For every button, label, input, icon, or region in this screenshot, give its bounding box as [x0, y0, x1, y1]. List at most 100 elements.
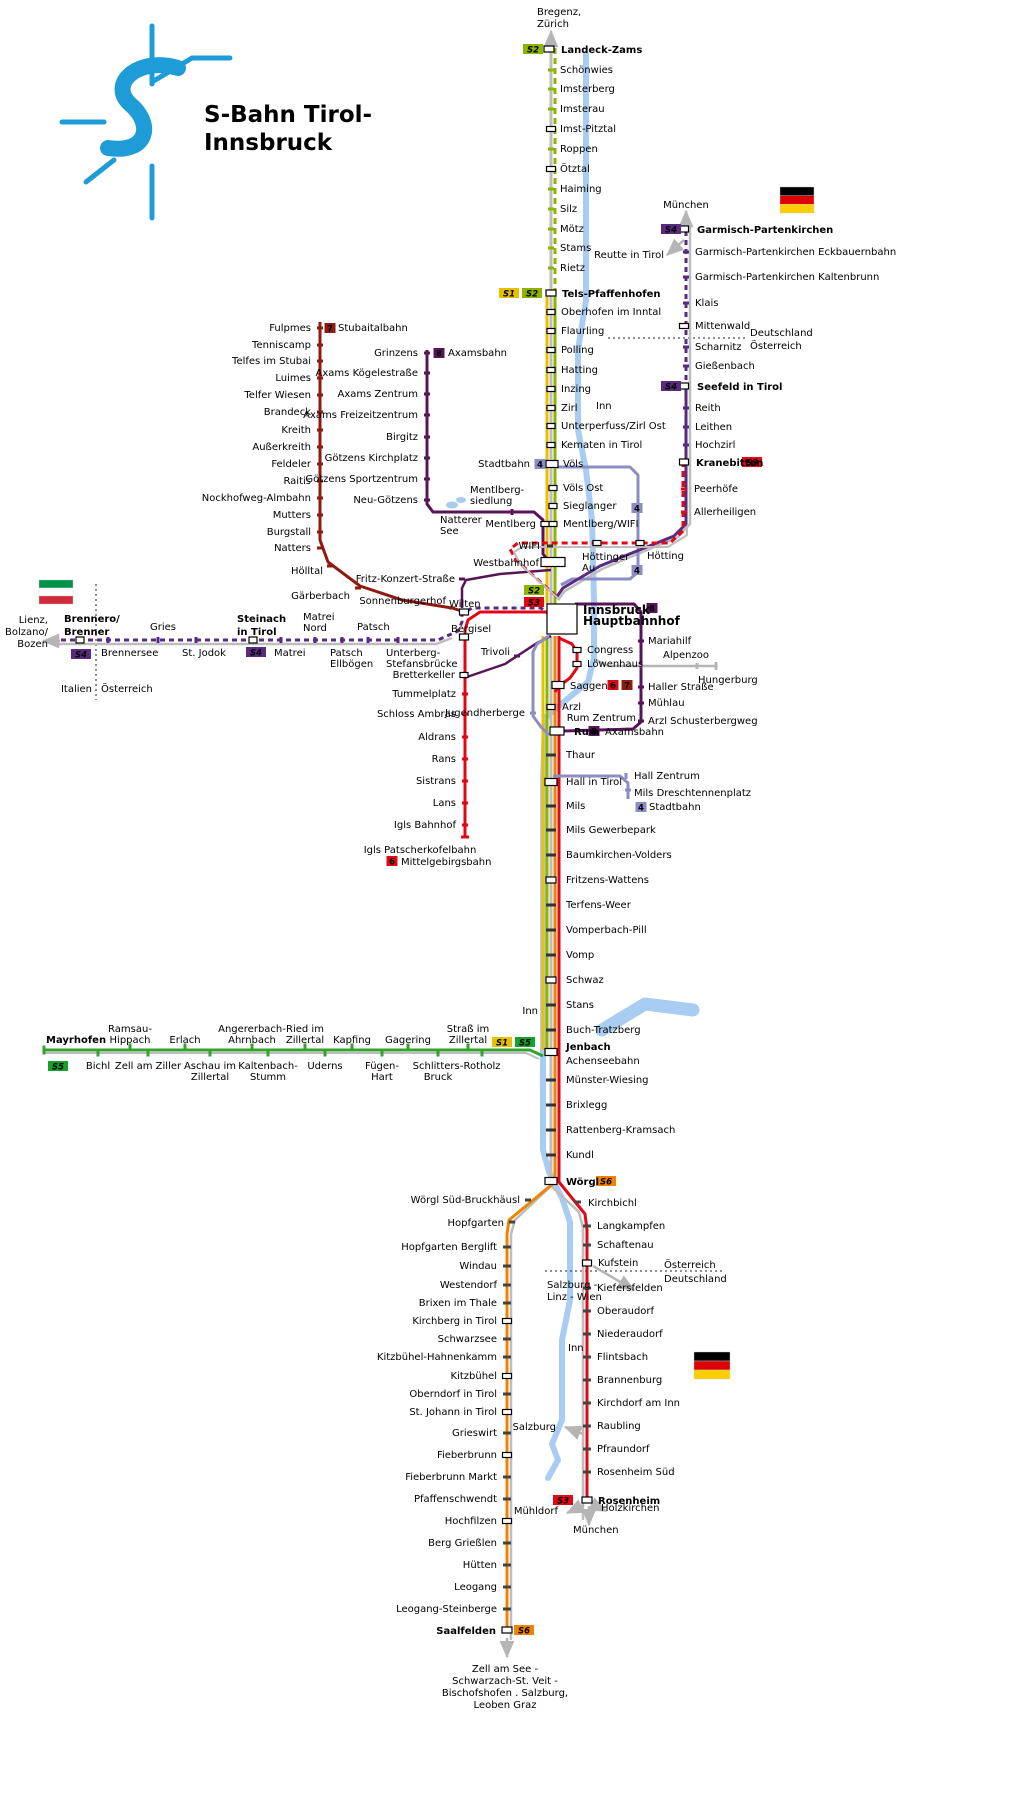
page-title-line2: Innsbruck: [204, 130, 333, 156]
label-imst-pitztal: Imst-Pitztal: [560, 124, 616, 135]
flag-stripe: [38, 579, 74, 589]
label-leogang-steinberge: Leogang-Steinberge: [396, 1604, 497, 1615]
station-tick-kirchbichl: [575, 1200, 581, 1204]
station-tick-kreith: [317, 428, 323, 432]
station-tick-vomp: [546, 953, 556, 957]
label-fieberbrunn: Fieberbrunn: [437, 1450, 497, 1461]
label-rotholz: Rotholz: [463, 1061, 500, 1072]
line-s6-innsbruck-saalfelden: [505, 636, 557, 1632]
station-box-item: [248, 636, 258, 644]
badge-rect: [661, 224, 681, 234]
station-tick-rattenberg-kramsach: [546, 1128, 556, 1132]
label-landeck-zams: Landeck-Zams: [561, 45, 642, 56]
badge-label: 8: [649, 604, 655, 614]
station-box-fritzens-wattens: [545, 876, 557, 884]
line-brenner-gray: [52, 636, 453, 646]
badge-rect: [433, 348, 445, 358]
station-box-innsbruck-hauptbahnhof: [546, 603, 578, 635]
label-westbahnhof: Westbahnhof: [473, 558, 539, 569]
station-tick-klais: [683, 301, 689, 305]
station-tick-münster-wiesing: [546, 1078, 556, 1082]
station-tick-neu-götzens: [424, 498, 430, 502]
badge-rect: [631, 503, 643, 513]
station-tick-leithen: [683, 425, 689, 429]
badge-label: S2: [527, 45, 539, 55]
station-tick-baumkirchen-volders: [546, 853, 556, 857]
station-tick-fieberbrunn-markt: [503, 1475, 511, 1479]
label-reith: Reith: [695, 403, 721, 414]
badge-label: S3: [557, 1496, 569, 1506]
label-österreich: Österreich: [101, 682, 153, 695]
badge-s4-19: S4: [246, 647, 266, 658]
station-tick-kundl: [546, 1153, 556, 1157]
arrow-to-muehldorf: [565, 1499, 585, 1515]
station-tick-garmisch-partenkirchen-eckbauernbahn: [683, 250, 689, 254]
badge-label: S3: [528, 598, 540, 608]
badge-rect: [621, 680, 633, 690]
station-tick-oberaudorf: [583, 1309, 591, 1313]
station-tick-peerhöfe: [681, 487, 687, 491]
station-tick-buch-tratzberg: [546, 1028, 556, 1032]
badge-label: 7: [624, 681, 630, 691]
station-box-wörgl: [544, 1176, 558, 1186]
station-tick-item: [146, 1051, 150, 1057]
badge-rect: [492, 1037, 512, 1047]
label-zell-am-ziller: Zell am Ziller: [115, 1061, 182, 1072]
flag-stripe: [779, 186, 815, 196]
label-kaltenbach-stumm: Kaltenbach-Stumm: [238, 1061, 298, 1083]
station-box-kitzbühel: [501, 1372, 513, 1380]
label-sieglanger: Sieglanger: [563, 501, 617, 512]
station-tick-leogang-steinberge: [503, 1607, 511, 1611]
station-box-wilten: [458, 608, 470, 616]
label-mühldorf: Mühldorf: [514, 1506, 559, 1517]
badge-s6-24: S6: [596, 1176, 616, 1187]
station-tick-reith: [683, 406, 689, 410]
station-tick-birgitz: [424, 435, 430, 439]
station-tick-windau: [503, 1264, 511, 1268]
label-tels-pfaffenhofen: Tels-Pfaffenhofen: [562, 289, 660, 300]
borders-layer: [95, 337, 746, 1272]
station-tick-item: [42, 1045, 46, 1055]
label-brennersee: Brennersee: [101, 648, 158, 659]
label-angererbach-ahrnbach: Angererbach-Ahrnbach: [218, 1024, 286, 1046]
label-fritzens-wattens: Fritzens-Wattens: [566, 875, 649, 886]
station-tick-item: [366, 637, 370, 643]
badge-label: S5: [519, 1038, 531, 1048]
station-box-zirl: [546, 404, 556, 412]
label-leogang: Leogang: [454, 1582, 497, 1593]
label-österreich: Österreich: [750, 339, 802, 352]
station-tick-item: [266, 1051, 270, 1057]
label-stams: Stams: [560, 243, 591, 254]
flag-stripe: [38, 587, 74, 597]
station-tick-item: [313, 637, 317, 643]
badge-6-14: 6: [607, 680, 619, 691]
label-zirl: Zirl: [561, 403, 578, 414]
label-götzens-kirchplatz: Götzens Kirchplatz: [325, 453, 418, 464]
badge-label: 4: [634, 504, 640, 514]
label-leoben-graz: Leoben Graz: [474, 1700, 537, 1711]
line-gray-branch-saalfelden: [509, 1185, 552, 1640]
badge-rect: [588, 726, 600, 736]
badge-label: 7: [327, 324, 333, 334]
station-tick-langkampfen: [583, 1224, 591, 1228]
label-schönwies: Schönwies: [560, 65, 613, 76]
badge-7-15: 7: [621, 680, 633, 691]
station-tick-item: [250, 1043, 254, 1049]
station-tick-sonnenburgerhof: [449, 606, 455, 610]
label-wörgl: Wörgl: [566, 1177, 599, 1188]
label-saggen: Saggen: [570, 681, 608, 692]
station-tick-oberndorf-in-tirol: [503, 1392, 511, 1396]
station-tick-pfaffenschwendt: [503, 1497, 511, 1501]
station-tick-alpenzoo: [695, 663, 699, 669]
badge-s6-25: S6: [514, 1625, 534, 1636]
station-tick-gießenbach: [683, 364, 689, 368]
label-uderns: Uderns: [307, 1061, 342, 1072]
station-tick-gärberbach: [355, 586, 361, 590]
station-tick-axams-kögelestraße: [424, 371, 430, 375]
station-box-kufstein: [581, 1259, 593, 1267]
badge-s2-0: S2: [523, 44, 543, 55]
badge-label: S4: [75, 650, 87, 660]
station-tick-niederaudorf: [583, 1332, 591, 1336]
